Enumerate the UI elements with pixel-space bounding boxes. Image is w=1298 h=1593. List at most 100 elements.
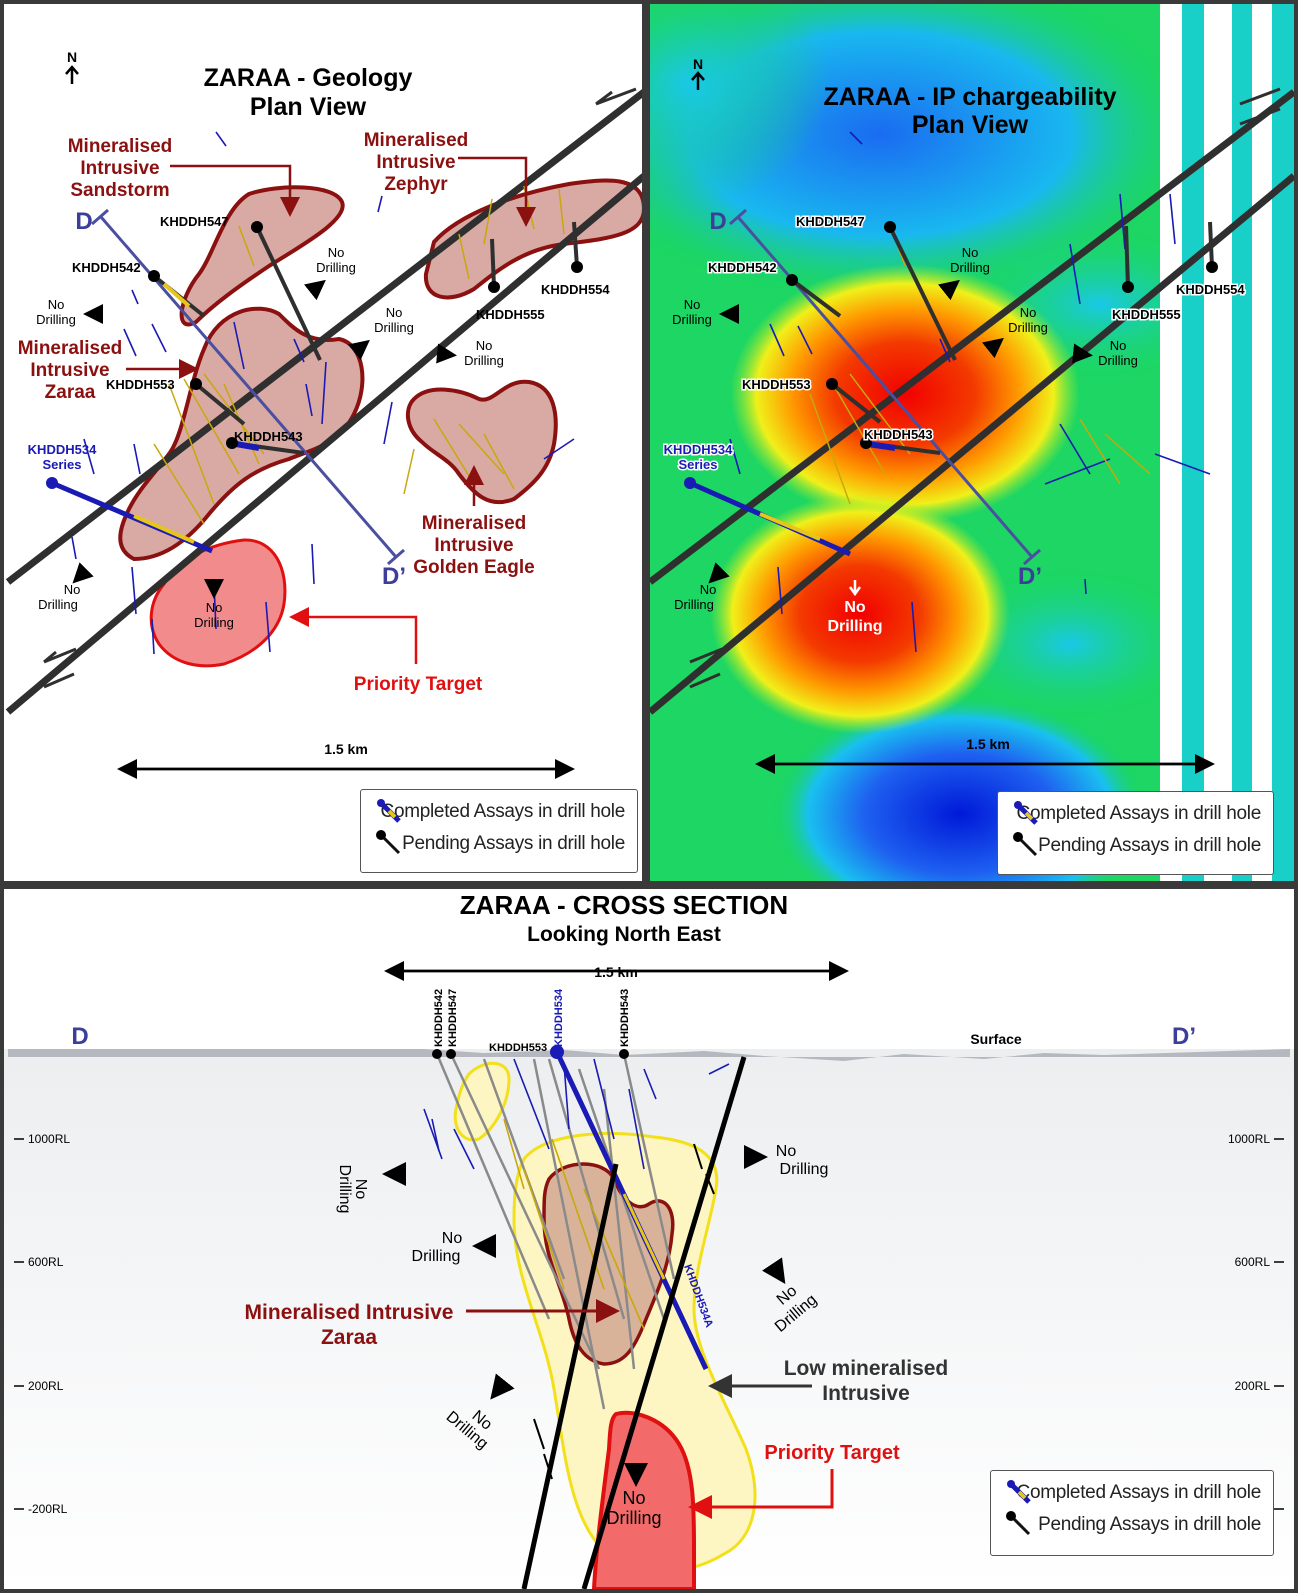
label-khddh543: KHDDH543	[619, 989, 631, 1047]
label-khddh554: KHDDH554	[541, 282, 610, 297]
arrow-sandstorm	[170, 164, 300, 217]
label-section-d: D	[75, 208, 92, 235]
label-zaraa-1: Mineralised	[18, 338, 123, 359]
label-golden-eagle-2: Intrusive	[434, 535, 513, 556]
label-khddh534-series: Series	[678, 457, 717, 472]
geology-subtitle: Plan View	[250, 93, 367, 121]
rl-left-minus200: -200RL	[28, 1502, 68, 1516]
label-low-mineralised-2: Intrusive	[822, 1382, 910, 1405]
label-section-d-prime: D’	[1018, 563, 1042, 590]
no-drilling-west-2b: Drilling	[412, 1248, 461, 1265]
ip-chargeability-panel: N ZARAA - IP chargeability Plan View KHD…	[646, 0, 1298, 885]
collar-khddh534	[684, 477, 696, 489]
label-surface: Surface	[970, 1031, 1022, 1047]
no-drilling-6: No	[206, 600, 223, 615]
section-subtitle: Looking North East	[527, 923, 721, 946]
fault-sense-arrow	[689, 647, 723, 689]
label-khddh542: KHDDH542	[72, 260, 141, 275]
legend-section: Completed Assays in drill hole Pending A…	[990, 1470, 1274, 1556]
pending-assay-icon	[1010, 831, 1038, 861]
no-drilling-west-1b: Drilling	[336, 1165, 353, 1214]
label-sandstorm-2: Intrusive	[80, 158, 159, 179]
label-khddh553: KHDDH553	[489, 1042, 547, 1054]
cross-section-panel: ZARAA - CROSS SECTION Looking North East…	[0, 885, 1298, 1593]
fault-sense-arrow	[595, 87, 637, 106]
label-khddh534: KHDDH534	[664, 442, 733, 457]
golden-eagle-intrusive	[405, 379, 558, 505]
label-section-d-prime: D’	[382, 563, 406, 590]
assay-interval	[235, 441, 260, 451]
no-drilling-5: No	[64, 582, 81, 597]
ip-title: ZARAA - IP chargeability	[823, 83, 1116, 111]
geology-map: N ZARAA - Geology Plan View Mineralised …	[5, 49, 642, 779]
rl-right-200: 200RL	[1235, 1379, 1271, 1393]
pending-assay-icon	[1003, 1510, 1032, 1540]
assay-interval	[622, 1193, 666, 1280]
north-label: N	[67, 49, 77, 65]
no-drilling-1b: Drilling	[950, 260, 990, 275]
completed-assay-icon	[1010, 799, 1038, 829]
label-khddh555: KHDDH555	[476, 307, 545, 322]
geology-title: ZARAA - Geology	[204, 64, 413, 92]
pending-assay-icon	[373, 829, 401, 859]
rl-left-200: 200RL	[28, 1379, 64, 1393]
no-drilling-4: No	[476, 338, 493, 353]
label-sandstorm-3: Sandstorm	[70, 180, 169, 201]
ground-surface	[8, 1049, 1290, 1061]
zaraa-intrusive	[118, 306, 365, 562]
rl-left-600: 600RL	[28, 1255, 64, 1269]
legend-completed-label: Completed Assays in drill hole	[1016, 803, 1262, 824]
no-drilling-priority-b: Drilling	[827, 618, 882, 635]
no-drilling-3b: Drilling	[374, 320, 414, 335]
drill-traces	[729, 131, 1211, 653]
label-khddh542: KHDDH542	[433, 989, 445, 1047]
label-khddh554: KHDDH554	[1176, 282, 1245, 297]
small-yellow-intrusive	[453, 1061, 511, 1142]
fault-west	[521, 1163, 619, 1589]
no-drilling-west-2: No	[442, 1230, 463, 1247]
scale-label: 1.5 km	[966, 736, 1010, 752]
arrow-zephyr	[458, 156, 536, 227]
label-zaraa-1: Mineralised Intrusive	[245, 1301, 454, 1324]
label-khddh547: KHDDH547	[796, 214, 865, 229]
no-drilling-4b: Drilling	[1098, 353, 1138, 368]
no-drilling-priority: No	[622, 1488, 645, 1508]
north-label: N	[693, 56, 703, 72]
hole-collars	[786, 221, 1218, 449]
no-drilling-1: No	[328, 245, 345, 260]
drill-traces	[71, 131, 575, 655]
arrow-priority-target	[688, 1469, 834, 1519]
assay-interval	[162, 282, 191, 308]
collar-khddh534	[46, 477, 58, 489]
label-zephyr-2: Intrusive	[376, 152, 455, 173]
label-golden-eagle-3: Golden Eagle	[413, 557, 534, 578]
no-drilling-west-1: No	[352, 1179, 369, 1200]
sandstorm-intrusive	[179, 185, 345, 327]
label-section-d: D	[709, 208, 726, 235]
label-khddh543: KHDDH543	[864, 427, 933, 442]
label-khddh534-series: Series	[42, 457, 81, 472]
legend-pending-label: Pending Assays in drill hole	[1038, 835, 1261, 856]
completed-assay-icon	[1003, 1478, 1031, 1508]
arrow-priority-target	[289, 607, 418, 664]
no-drilling-4: No	[1110, 338, 1127, 353]
no-drilling-priority: No	[844, 599, 866, 616]
fault-sense-arrow	[533, 1143, 715, 1480]
drill-traces	[435, 1053, 676, 1410]
label-sandstorm-1: Mineralised	[68, 136, 173, 157]
label-khddh553: KHDDH553	[742, 377, 811, 392]
no-drilling-1b: Drilling	[316, 260, 356, 275]
north-arrow-icon	[65, 65, 79, 84]
hole-collars	[148, 221, 583, 449]
section-tick-d	[91, 208, 109, 226]
fault-south	[650, 173, 1294, 715]
label-khddh534: KHDDH534	[28, 442, 97, 457]
label-priority-target: Priority Target	[354, 674, 483, 695]
no-drilling-5b: Drilling	[38, 597, 78, 612]
priority-target-area	[591, 1410, 696, 1589]
ip-subtitle: Plan View	[912, 111, 1029, 139]
section-tick-d-prime	[387, 548, 405, 566]
legend-completed-label: Completed Assays in drill hole	[380, 801, 626, 822]
geology-plan-panel: N ZARAA - Geology Plan View Mineralised …	[0, 0, 646, 885]
label-khddh547: KHDDH547	[447, 989, 459, 1047]
